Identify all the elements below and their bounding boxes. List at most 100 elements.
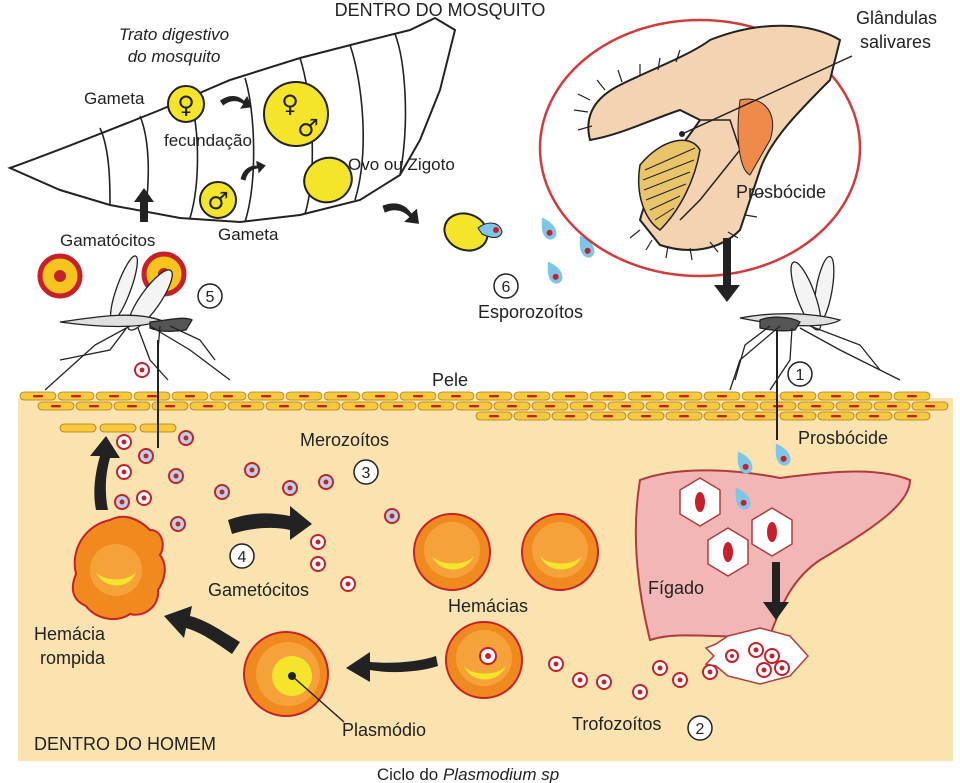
svg-text:3: 3: [362, 465, 371, 482]
trophozoite: [116, 434, 132, 450]
skin-cell-nucleus: [793, 395, 803, 398]
female-gamete: [167, 85, 205, 123]
step-number-5: 5: [197, 283, 223, 309]
arrow-burst-to-merozoites: [90, 436, 120, 510]
red-cell-2: [521, 513, 599, 591]
svg-text:1: 1: [796, 367, 805, 384]
gamete-label-top: Gameta: [84, 89, 145, 108]
merozoite: [244, 462, 260, 478]
skin-cell-nucleus: [33, 395, 43, 398]
digestive-label-2: do mosquito: [128, 47, 221, 66]
merozoites-label: Merozoítos: [300, 430, 389, 450]
skin-cell-nucleus: [203, 405, 213, 408]
schizont-merozoites: [725, 642, 790, 678]
skin-cell-nucleus: [659, 405, 669, 408]
skin-cell-nucleus: [717, 395, 727, 398]
skin-cell-nucleus: [869, 395, 879, 398]
step-number-4: 4: [229, 543, 255, 569]
skin-cell-nucleus: [679, 395, 689, 398]
trophozoites-cluster: [548, 648, 740, 700]
skin-cell-nucleus: [355, 405, 365, 408]
merozoites-cluster: [114, 362, 400, 532]
merozoite: [170, 516, 186, 532]
arrow-zygote-to-oocyst: [379, 200, 423, 226]
sporozoites-liver: [735, 443, 791, 510]
skin-label: Pele: [432, 370, 468, 390]
skin-cell-nucleus: [337, 395, 347, 398]
sporozoite-emerging: [477, 222, 503, 238]
skin-cell-nucleus: [527, 395, 537, 398]
skin-cell-nucleus: [89, 405, 99, 408]
sporozoite: [579, 235, 595, 258]
skin-cell-nucleus: [907, 395, 917, 398]
trophozoite: [596, 674, 612, 690]
sporozoite: [737, 451, 753, 474]
skin-cell-nucleus: [679, 415, 689, 418]
skin-cell-nucleus: [279, 405, 289, 408]
skin-cell-nucleus: [641, 415, 651, 418]
proboscis-label-top: Prosbócide: [736, 182, 826, 202]
caption-prefix: Ciclo do: [377, 765, 443, 783]
skin-cell-nucleus: [735, 405, 745, 408]
skin-cell-nucleus: [583, 405, 593, 408]
red-cells-label: Hemácias: [448, 596, 528, 616]
skin-cell-nucleus: [51, 405, 61, 408]
fertilization-label: fecundação: [164, 131, 252, 150]
figure-caption: Ciclo do Plasmodium sp: [377, 765, 559, 783]
skin-cell-nucleus: [831, 395, 841, 398]
trophozoite: [702, 664, 718, 680]
svg-text:5: 5: [206, 289, 215, 306]
skin-cell-nucleus: [831, 415, 841, 418]
digestive-label-1: Trato digestivo: [119, 25, 229, 44]
merozoite: [178, 430, 194, 446]
step-number-3: 3: [353, 459, 379, 485]
arrow-zoom-down: [714, 238, 740, 302]
skin-cell-nucleus: [565, 395, 575, 398]
skin-cell-nucleus: [299, 395, 309, 398]
skin-cell-nucleus: [147, 395, 157, 398]
skin-cell-nucleus: [925, 405, 935, 408]
sporozoite: [541, 217, 557, 240]
trophozoites-label: Trofozoítos: [572, 714, 661, 734]
skin-cell-nucleus: [71, 395, 81, 398]
skin-cell-nucleus: [907, 415, 917, 418]
svg-text:4: 4: [238, 549, 247, 566]
red-cell-infected: [445, 621, 523, 699]
fertilized-female-icon: ♀: [281, 90, 299, 118]
region-mosquito-label: DENTRO DO MOSQUITO: [335, 0, 546, 20]
arrow-to-gametocytes: [228, 506, 312, 540]
gametocytes-small: [310, 534, 356, 592]
liver-cells: [679, 477, 793, 577]
trophozoite: [134, 362, 150, 378]
skin-cell-nucleus: [489, 395, 499, 398]
step-number-6: 6: [493, 273, 519, 299]
skin-cell-nucleus: [375, 395, 385, 398]
arrow-infected-to-plasmodium: [346, 652, 438, 682]
skin-cell-nucleus: [545, 405, 555, 408]
proboscis-label-bottom: Prosbócide: [798, 428, 888, 448]
skin-cell-nucleus: [565, 415, 575, 418]
salivary-label-2: salivares: [860, 32, 931, 52]
trophozoite: [672, 672, 688, 688]
trophozoite: [136, 490, 152, 506]
burst-label-2: rompida: [40, 648, 106, 668]
skin-cell-nucleus: [755, 395, 765, 398]
skin-cell-nucleus: [109, 395, 119, 398]
step-number-2: 2: [687, 715, 713, 741]
red-cell-1: [413, 513, 491, 591]
oocyst: [443, 212, 489, 252]
female-symbol-icon: ♀: [177, 91, 195, 119]
skin-cell-nucleus: [621, 405, 631, 408]
male-symbol-icon: ♂: [207, 187, 229, 215]
skin-cell-nucleus: [185, 395, 195, 398]
skin-cell-nucleus: [527, 415, 537, 418]
svg-text:2: 2: [696, 721, 705, 738]
merozoite: [114, 494, 130, 510]
skin-cell-nucleus: [507, 405, 517, 408]
skin-cell-nucleus: [603, 395, 613, 398]
skin-cell-nucleus: [317, 405, 327, 408]
skin-cell-nucleus: [451, 395, 461, 398]
skin-cell-nucleus: [755, 415, 765, 418]
trophozoite: [548, 656, 564, 672]
sporozoite: [547, 261, 563, 284]
